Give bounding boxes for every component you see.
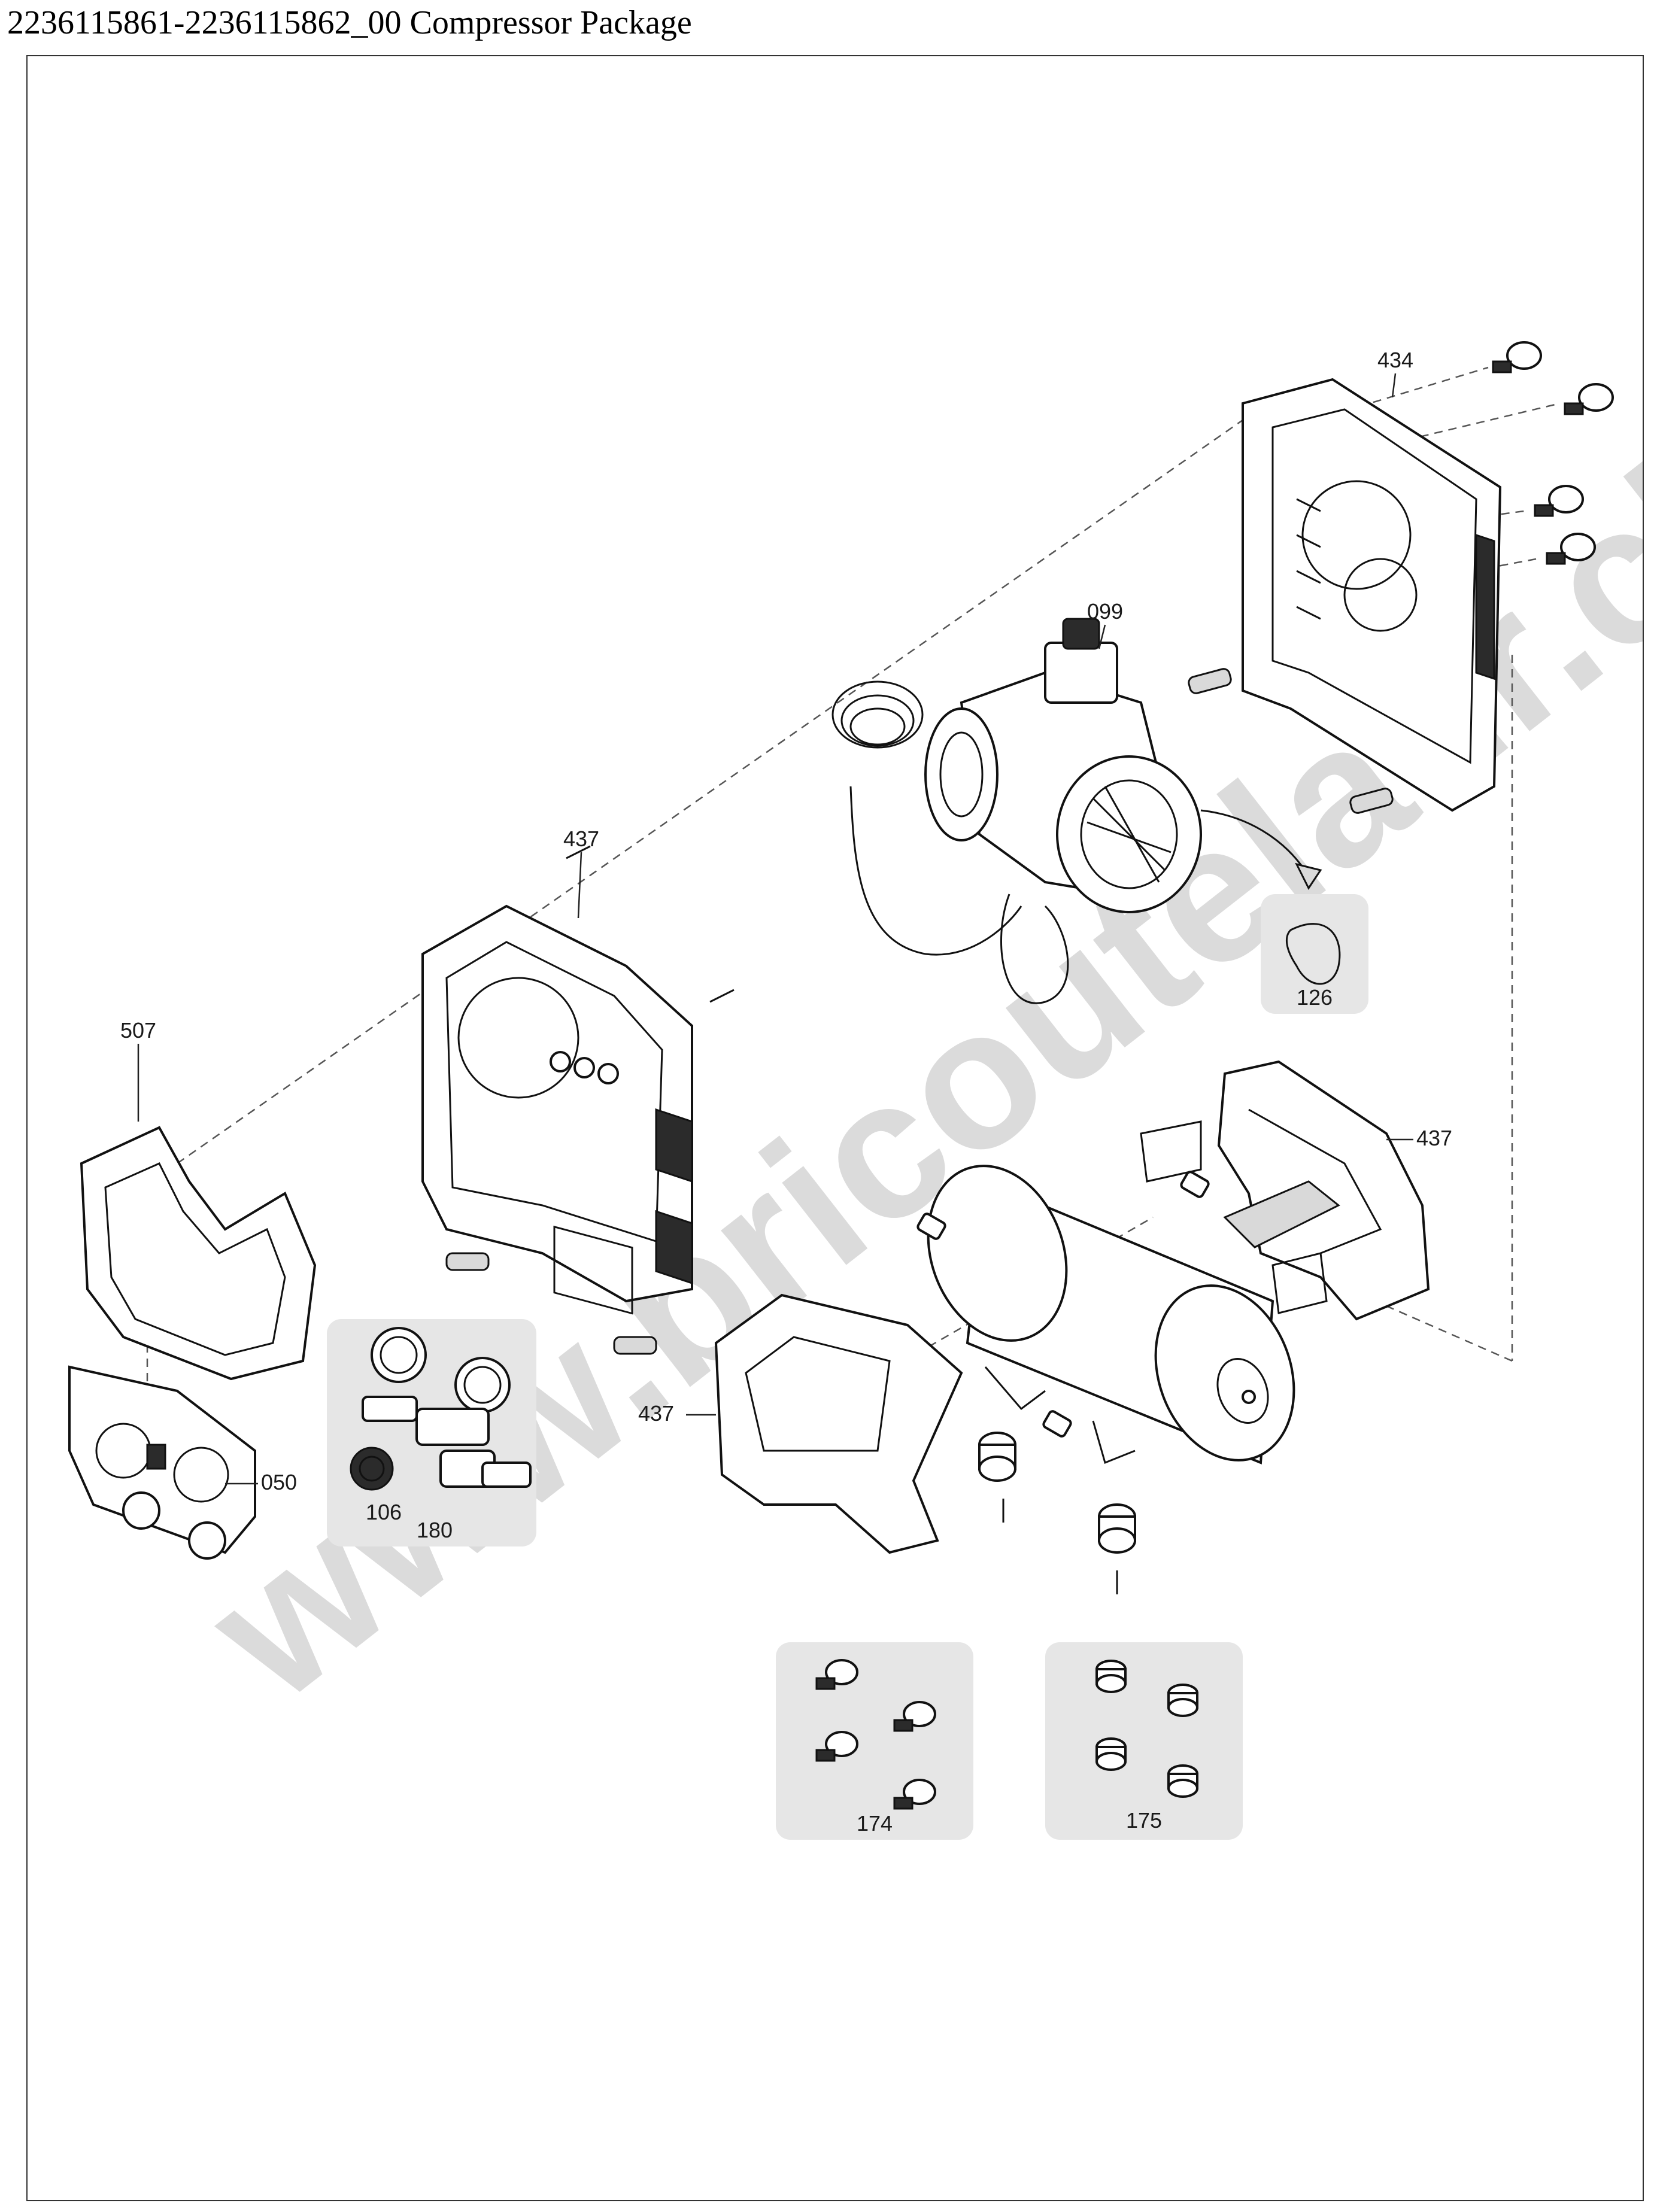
part-437-right-frame: [1140, 1060, 1430, 1321]
inset-126: 126: [1261, 894, 1368, 1014]
callout-174: 174: [857, 1811, 893, 1836]
part-099-motor-pump: [924, 618, 1202, 913]
callout-437-frame: 437: [563, 827, 599, 851]
part-507-front-cover: [80, 1126, 317, 1381]
exploded-parts-diagram: www.bricoutelaur.ch: [68, 341, 1643, 1840]
part-437-front-frame: [421, 904, 693, 1315]
tank-fittings: [916, 1171, 1210, 1594]
callout-050: 050: [261, 1470, 297, 1494]
part-434-rear-housing: [1242, 378, 1502, 812]
page-title: 2236115861-2236115862_00 Compressor Pack…: [7, 4, 692, 41]
foot-pad: [613, 1336, 657, 1355]
air-tank: [927, 1165, 1295, 1464]
part-434-screws: [1492, 341, 1614, 565]
diagram-frame: www.bricoutelaur.ch: [26, 55, 1644, 2201]
callout-437-right: 437: [1416, 1126, 1452, 1150]
foot-pad: [1349, 788, 1394, 814]
inset-174-screws: 174: [776, 1642, 973, 1840]
part-hose-coil: [831, 680, 1069, 1004]
inset-175-rubber-feet: 175: [1045, 1642, 1243, 1840]
pin: [566, 845, 591, 859]
callout-106: 106: [366, 1500, 402, 1524]
pin: [709, 989, 735, 1003]
part-050-control-panel: [68, 1365, 256, 1560]
arrow-head: [1295, 862, 1322, 890]
part-437-front-stand: [714, 1293, 963, 1554]
callout-434: 434: [1377, 348, 1413, 372]
callout-507: 507: [120, 1018, 156, 1043]
callout-437-front: 437: [638, 1401, 674, 1426]
callout-175: 175: [1126, 1808, 1162, 1833]
callouts: 434 099 437 437 437 507 050: [120, 348, 1452, 1494]
callout-180: 180: [417, 1518, 453, 1542]
callout-099: 099: [1087, 599, 1123, 624]
foot-pad: [445, 1252, 490, 1271]
foot-pad: [1188, 668, 1232, 694]
inset-180-gauges: 106 180: [327, 1319, 536, 1546]
callout-126: 126: [1297, 985, 1333, 1010]
